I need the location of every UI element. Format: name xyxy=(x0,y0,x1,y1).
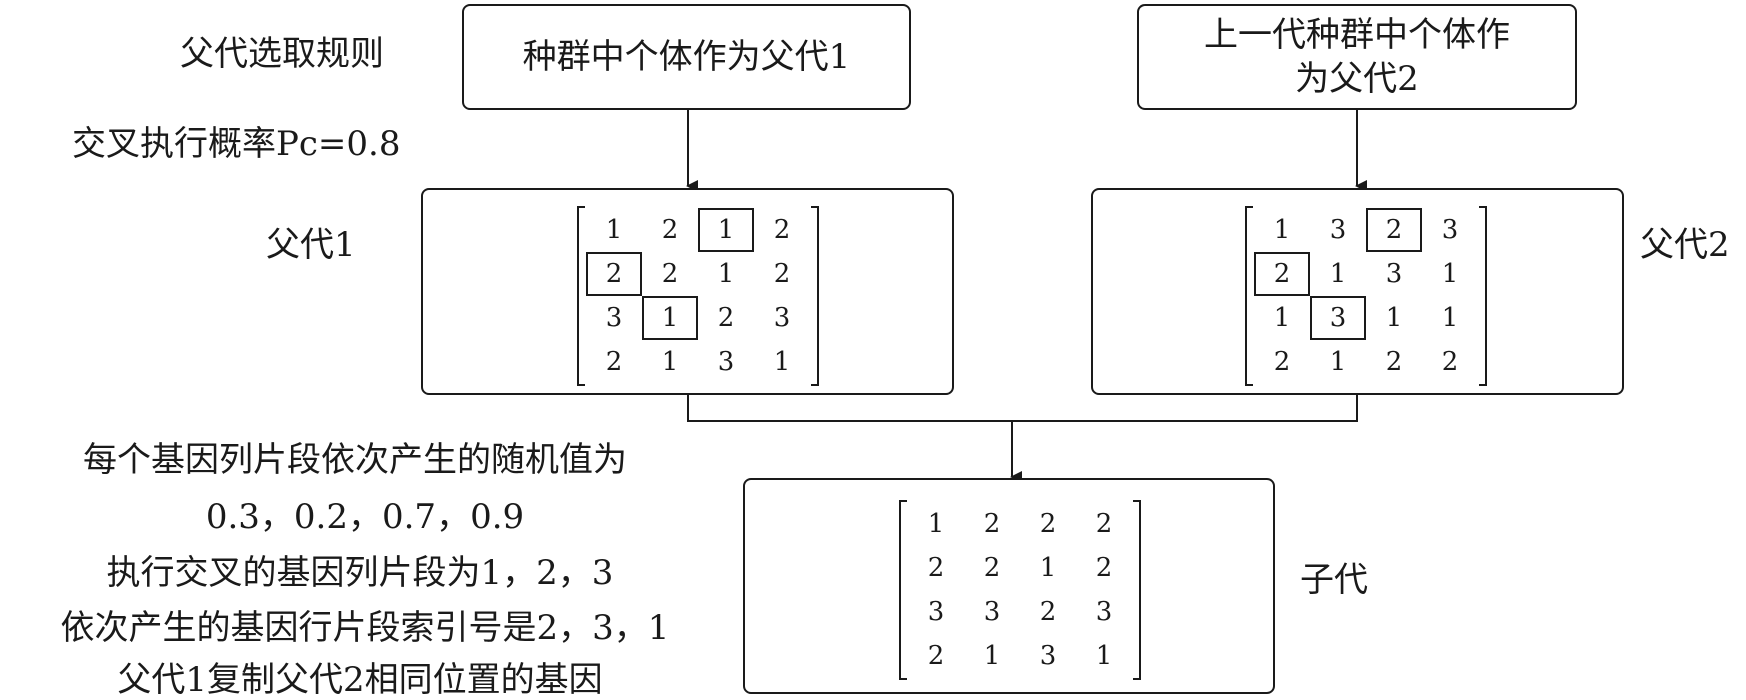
parent2-cell-r3-c1: 1 xyxy=(1273,303,1291,333)
crossover-probability: 交叉执行概率Pc=0.8 xyxy=(72,124,401,164)
matrix-left-bracket xyxy=(899,500,907,680)
note-random-values-title: 每个基因列片段依次产生的随机值为 xyxy=(83,440,627,480)
parent1-cell-r1-c4: 2 xyxy=(773,215,791,245)
parent1-source-box: 种群中个体作为父代1 xyxy=(462,4,911,110)
parent1-cell-r2-c2: 2 xyxy=(661,259,679,289)
note-random-values: 0.3，0.2，0.7，0.9 xyxy=(205,497,525,537)
parent1-cell-r3-c2: 1 xyxy=(642,296,698,340)
parent2-source-line2: 为父代2 xyxy=(1295,59,1419,99)
child-label: 子代 xyxy=(1300,560,1368,600)
parent1-source-text: 种群中个体作为父代1 xyxy=(522,37,851,77)
child-cell-r2-c1: 2 xyxy=(927,553,945,583)
parent1-cell-r2-c4: 2 xyxy=(773,259,791,289)
parent2-cell-r3-c2: 3 xyxy=(1310,296,1366,340)
parent1-cell-r3-c3: 2 xyxy=(717,303,735,333)
child-cell-r3-c2: 3 xyxy=(983,597,1001,627)
parent1-cell-r4-c4: 1 xyxy=(773,347,791,377)
child-cell-r4-c4: 1 xyxy=(1095,641,1113,671)
parent2-cell-r4-c3: 2 xyxy=(1385,347,1403,377)
matrix-right-bracket xyxy=(1479,206,1487,386)
matrix-right-bracket xyxy=(1133,500,1141,680)
child-cell-r3-c3: 2 xyxy=(1039,597,1057,627)
child-cell-r4-c3: 3 xyxy=(1039,641,1057,671)
parent2-source-text: 上一代种群中个体作 为父代2 xyxy=(1139,6,1575,108)
child-cell-r2-c2: 2 xyxy=(983,553,1001,583)
merge-line xyxy=(687,395,1358,422)
note-row-indices: 依次产生的基因行片段索引号是2，3，1 xyxy=(60,608,670,648)
parent2-cell-r1-c2: 3 xyxy=(1329,215,1347,245)
parent1-cell-r4-c2: 1 xyxy=(661,347,679,377)
parent1-cell-r4-c3: 3 xyxy=(717,347,735,377)
child-cell-r4-c1: 2 xyxy=(927,641,945,671)
parent2-cell-r2-c1: 2 xyxy=(1254,252,1310,296)
parent2-cell-r2-c2: 1 xyxy=(1329,259,1347,289)
child-cell-r2-c3: 1 xyxy=(1039,553,1057,583)
parent1-cell-r1-c1: 1 xyxy=(605,215,623,245)
child-cell-r1-c1: 1 xyxy=(927,509,945,539)
child-cell-r4-c2: 1 xyxy=(983,641,1001,671)
matrix-left-bracket xyxy=(1245,206,1253,386)
matrix-right-bracket xyxy=(811,206,819,386)
parent2-cell-r2-c4: 1 xyxy=(1441,259,1459,289)
child-box: 1 2 2 2 2 2 1 2 3 3 2 3 2 1 3 1 xyxy=(743,478,1275,694)
parent1-cell-r1-c3: 1 xyxy=(698,208,754,252)
matrix-left-bracket xyxy=(577,206,585,386)
parent2-source-box: 上一代种群中个体作 为父代2 xyxy=(1137,4,1577,110)
child-cell-r3-c1: 3 xyxy=(927,597,945,627)
parent2-label: 父代2 xyxy=(1640,225,1730,265)
rule-title: 父代选取规则 xyxy=(180,34,384,74)
child-cell-r1-c2: 2 xyxy=(983,509,1001,539)
parent2-cell-r3-c3: 1 xyxy=(1385,303,1403,333)
parent1-cell-r2-c1: 2 xyxy=(586,252,642,296)
parent2-source-line1: 上一代种群中个体作 xyxy=(1204,15,1510,55)
parent1-cell-r3-c4: 3 xyxy=(773,303,791,333)
parent1-cell-r1-c2: 2 xyxy=(661,215,679,245)
note-copy-rule: 父代1复制父代2相同位置的基因 xyxy=(117,660,603,700)
child-cell-r3-c4: 3 xyxy=(1095,597,1113,627)
parent2-cell-r4-c1: 2 xyxy=(1273,347,1291,377)
parent2-cell-r4-c4: 2 xyxy=(1441,347,1459,377)
parent2-cell-r1-c3: 2 xyxy=(1366,208,1422,252)
parent2-cell-r1-c4: 3 xyxy=(1441,215,1459,245)
parent1-cell-r4-c1: 2 xyxy=(605,347,623,377)
parent1-label: 父代1 xyxy=(266,225,356,265)
child-matrix: 1 2 2 2 2 2 1 2 3 3 2 3 2 1 3 1 xyxy=(899,500,1141,680)
note-crossover-columns: 执行交叉的基因列片段为1，2，3 xyxy=(106,553,614,593)
parent1-cell-r2-c3: 1 xyxy=(717,259,735,289)
child-cell-r1-c4: 2 xyxy=(1095,509,1113,539)
parent2-cell-r3-c4: 1 xyxy=(1441,303,1459,333)
child-cell-r2-c4: 2 xyxy=(1095,553,1113,583)
parent2-cell-r4-c2: 1 xyxy=(1329,347,1347,377)
parent1-cell-r3-c1: 3 xyxy=(605,303,623,333)
parent2-cell-r2-c3: 3 xyxy=(1385,259,1403,289)
parent2-cell-r1-c1: 1 xyxy=(1273,215,1291,245)
child-cell-r1-c3: 2 xyxy=(1039,509,1057,539)
